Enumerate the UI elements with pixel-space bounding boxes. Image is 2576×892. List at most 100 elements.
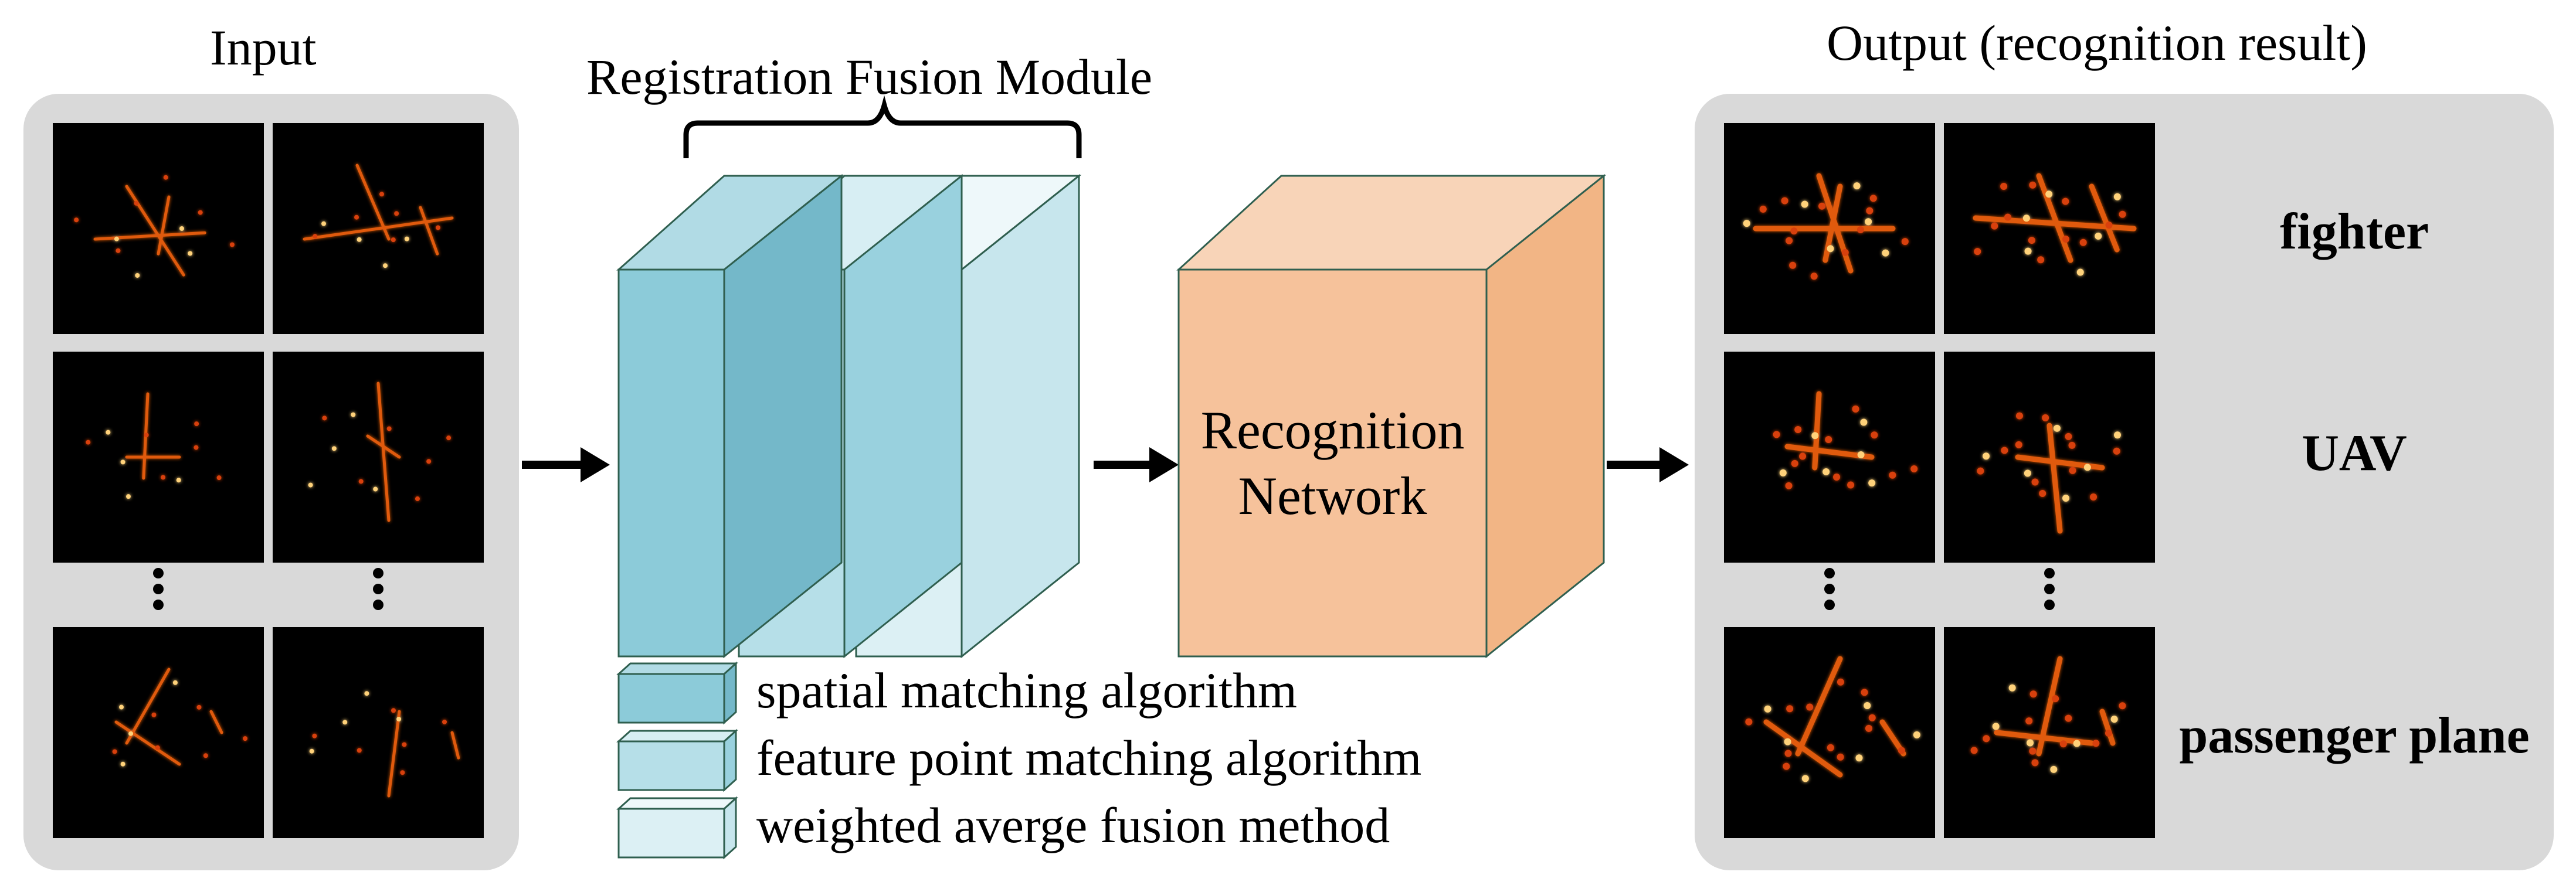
scatter-point	[2029, 690, 2037, 698]
scatter-point	[2015, 441, 2022, 448]
scatter-point	[1801, 775, 1809, 782]
aircraft-stroke	[419, 206, 439, 256]
scatter-point	[2105, 730, 2112, 737]
aircraft-stroke	[2089, 183, 2120, 253]
scatter-point	[357, 748, 362, 753]
scatter-point	[120, 459, 125, 465]
scatter-point	[135, 273, 140, 278]
scatter-point	[1857, 451, 1865, 459]
scatter-point	[2024, 247, 2032, 255]
scatter-point	[1786, 705, 1794, 713]
legend-label-spatial: spatial matching algorithm	[756, 662, 1297, 719]
scatter-point	[1801, 200, 1808, 208]
scatter-point	[74, 217, 79, 223]
scatter-point	[125, 494, 131, 499]
scatter-point	[1869, 195, 1877, 202]
scatter-point	[2053, 424, 2061, 432]
scatter-point	[120, 761, 125, 767]
scatter-point	[1974, 248, 1981, 256]
scatter-point	[351, 412, 356, 417]
scatter-point	[128, 731, 134, 736]
scatter-point	[2079, 239, 2087, 246]
aircraft-stroke	[93, 231, 206, 241]
aircraft-stroke	[366, 434, 401, 459]
aircraft-renderings	[74, 164, 2137, 798]
scatter-point	[1970, 747, 1978, 754]
scatter-point	[2113, 193, 2121, 200]
scatter-point	[86, 440, 91, 445]
scatter-point	[172, 680, 178, 685]
aircraft-stroke	[303, 216, 454, 241]
output-title: Output (recognition result)	[1827, 15, 2367, 71]
scatter-point	[2024, 469, 2031, 477]
scatter-point	[188, 251, 193, 256]
legend-swatch-spatial	[616, 661, 738, 725]
scatter-point	[1833, 474, 1841, 481]
scatter-point	[2119, 702, 2126, 710]
scatter-point	[2045, 190, 2053, 198]
scatter-point	[2068, 441, 2076, 449]
scatter-point	[1784, 750, 1792, 757]
scatter-point	[1789, 261, 1797, 269]
scatter-point	[1855, 754, 1863, 762]
legend-swatch-feature-point	[616, 728, 738, 792]
scatter-point	[2092, 740, 2100, 747]
scatter-point	[2052, 695, 2059, 703]
scatter-point	[1868, 714, 1876, 721]
scatter-point	[2004, 213, 2012, 221]
scatter-point	[1794, 426, 1802, 434]
scatter-point	[402, 742, 407, 747]
scatter-point	[354, 215, 359, 220]
scatter-point	[134, 200, 139, 206]
scatter-point	[216, 475, 222, 481]
scatter-point	[2029, 181, 2037, 189]
scatter-point	[1991, 222, 1998, 230]
aircraft-stroke	[114, 720, 181, 766]
scatter-point	[1837, 678, 1844, 686]
scatter-point	[446, 435, 452, 441]
legend-label-feature-point: feature point matching algorithm	[756, 730, 1422, 786]
scatter-point	[1827, 245, 1834, 253]
scatter-point	[1992, 723, 2000, 730]
scatter-point	[1785, 482, 1793, 489]
scatter-point	[1983, 452, 1990, 460]
scatter-point	[163, 175, 168, 180]
scatter-point	[1865, 724, 1872, 732]
aircraft-stroke	[125, 668, 171, 745]
scatter-point	[1759, 205, 1767, 213]
scatter-point	[1898, 747, 1905, 754]
input-image-1	[53, 123, 264, 334]
scatter-point	[1743, 220, 1750, 227]
scatter-point	[196, 704, 202, 710]
scatter-point	[312, 733, 317, 738]
input-title: Input	[210, 19, 317, 76]
scatter-point	[322, 416, 327, 421]
scatter-point	[321, 221, 327, 226]
scatter-point	[2042, 414, 2049, 421]
scatter-point	[2037, 256, 2045, 264]
scatter-point	[2119, 210, 2126, 218]
aircraft-stroke	[209, 710, 223, 734]
scatter-point	[2110, 716, 2118, 723]
input-ellipsis	[153, 568, 383, 610]
arrow-network-to-output	[1607, 447, 1689, 482]
scatter-point	[394, 211, 399, 216]
scatter-point	[2029, 747, 2037, 755]
scatter-point	[2065, 433, 2072, 440]
scatter-point	[1825, 436, 1832, 444]
scatter-point	[426, 459, 432, 464]
scatter-point	[2050, 765, 2058, 773]
scatter-point	[2076, 268, 2084, 276]
scatter-point	[386, 426, 392, 431]
scatter-point	[1977, 467, 1984, 475]
legend-label-weighted: weighted averge fusion method	[756, 797, 1390, 853]
scatter-point	[1799, 452, 1807, 460]
scatter-point	[358, 479, 364, 484]
scatter-point	[2062, 495, 2070, 502]
scatter-point	[1822, 468, 1830, 475]
result-label-passenger-plane: passenger plane	[2179, 707, 2530, 764]
scatter-point	[313, 234, 318, 239]
scatter-point	[2062, 235, 2069, 243]
